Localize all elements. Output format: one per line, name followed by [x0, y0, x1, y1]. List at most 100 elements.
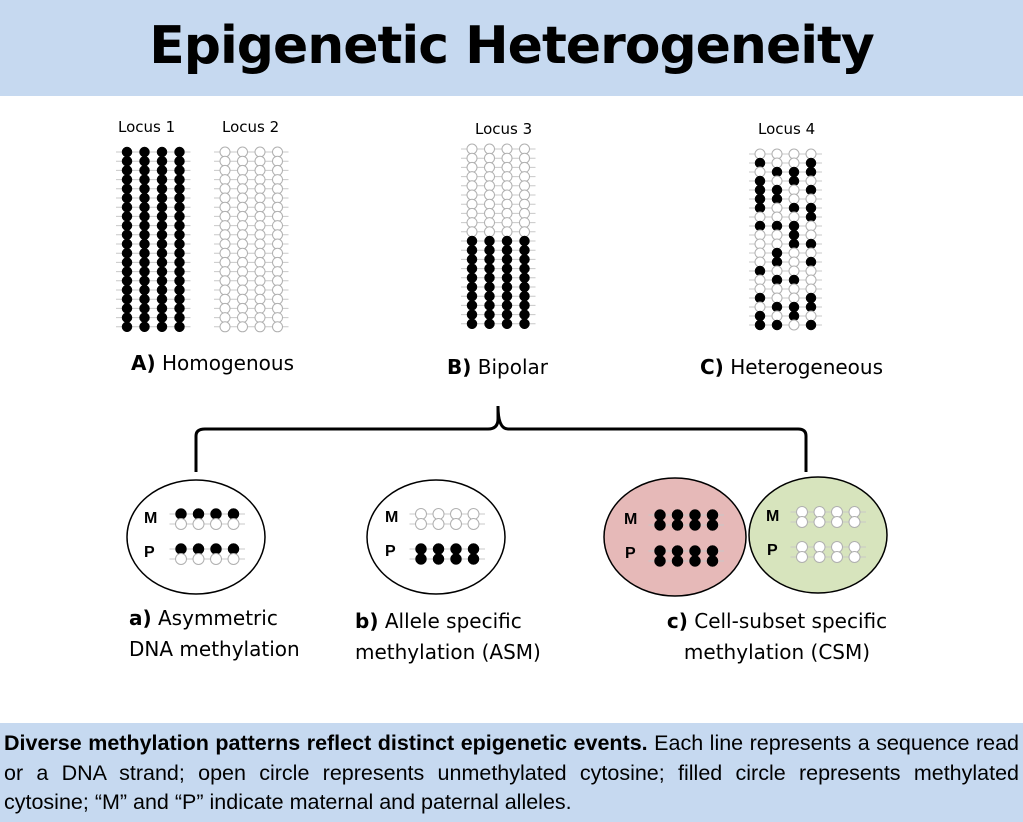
unmethylated-cytosine — [771, 211, 783, 223]
unmethylated-cytosine — [484, 161, 495, 173]
methylated-cytosine — [156, 293, 168, 305]
unmethylated-cytosine — [501, 161, 513, 173]
unmethylated-cytosine — [805, 283, 817, 295]
methylated-cytosine — [156, 257, 168, 268]
unmethylated-cytosine — [227, 553, 240, 565]
methylated-cytosine — [156, 247, 168, 259]
unmethylated-cytosine — [754, 148, 766, 160]
methylated-cytosine — [121, 183, 133, 195]
unmethylated-cytosine — [519, 161, 530, 173]
methylated-cytosine — [139, 257, 150, 268]
methylated-cytosine — [174, 238, 185, 250]
methylated-cytosine — [754, 184, 766, 196]
methylated-cytosine — [432, 553, 445, 565]
methylated-cytosine — [174, 293, 185, 305]
methylated-cytosine — [501, 254, 513, 265]
methylated-cytosine — [139, 165, 150, 176]
unmethylated-cytosine — [237, 174, 248, 186]
unmethylated-cytosine — [466, 180, 478, 192]
methylated-cytosine — [484, 244, 495, 256]
unmethylated-cytosine — [466, 143, 478, 155]
methylated-cytosine — [415, 553, 427, 565]
unmethylated-cytosine — [219, 321, 231, 333]
unmethylated-cytosine — [272, 164, 283, 176]
unmethylated-cytosine — [519, 207, 530, 219]
unmethylated-cytosine — [415, 508, 427, 520]
methylated-cytosine — [139, 284, 150, 296]
unmethylated-cytosine — [272, 266, 283, 278]
unmethylated-cytosine — [254, 238, 266, 250]
methylated-cytosine — [175, 543, 187, 555]
methylated-cytosine — [689, 555, 701, 567]
methylated-cytosine — [689, 509, 701, 521]
unmethylated-cytosine — [467, 518, 480, 530]
unmethylated-cytosine — [519, 198, 530, 210]
unmethylated-cytosine — [466, 198, 478, 210]
methylated-cytosine — [121, 165, 133, 176]
methylated-cytosine — [139, 183, 150, 195]
cell-asymmetric — [126, 479, 266, 595]
unmethylated-cytosine — [484, 180, 495, 192]
methylated-cytosine — [174, 165, 185, 176]
unmethylated-cytosine — [272, 210, 283, 222]
methylated-cytosine — [484, 235, 495, 247]
unmethylated-cytosine — [254, 266, 266, 278]
methylated-cytosine — [467, 553, 480, 565]
methylated-cytosine — [519, 309, 530, 320]
methylated-cytosine — [174, 247, 185, 259]
unmethylated-cytosine — [237, 201, 248, 213]
subpanel-c-line2: methylation (CSM) — [683, 640, 871, 664]
methylated-cytosine — [415, 543, 427, 555]
methylated-cytosine — [121, 312, 133, 323]
methylated-cytosine — [450, 553, 462, 565]
unmethylated-cytosine — [219, 201, 231, 213]
subpanel-c-label: c) Cell-subset specific methylation (CSM… — [652, 606, 902, 668]
methylated-cytosine — [174, 303, 185, 314]
subpanel-c-line1: Cell-subset specific — [694, 609, 888, 633]
methylated-cytosine — [706, 555, 719, 567]
unmethylated-cytosine — [254, 174, 266, 186]
unmethylated-cytosine — [501, 217, 513, 229]
methylated-cytosine — [484, 272, 495, 284]
unmethylated-cytosine — [484, 143, 495, 155]
methylated-cytosine — [484, 300, 495, 311]
bipolar-bracket — [194, 405, 808, 472]
methylated-cytosine — [671, 509, 684, 521]
methylated-cytosine — [466, 244, 478, 256]
methylated-cytosine — [174, 174, 185, 185]
unmethylated-cytosine — [219, 266, 231, 278]
unmethylated-cytosine — [237, 247, 248, 259]
methylated-cytosine — [805, 202, 817, 214]
unmethylated-cytosine — [254, 302, 266, 314]
methylated-cytosine — [174, 266, 185, 277]
unmethylated-cytosine — [754, 256, 766, 268]
unmethylated-cytosine — [219, 220, 231, 232]
title-banner — [0, 0, 1023, 96]
methylated-cytosine — [156, 165, 168, 176]
unmethylated-cytosine — [813, 506, 826, 518]
unmethylated-cytosine — [210, 518, 222, 530]
unmethylated-cytosine — [227, 518, 240, 530]
methylated-cytosine — [121, 155, 133, 167]
methylated-cytosine — [156, 183, 168, 195]
unmethylated-cytosine — [754, 211, 766, 223]
methylated-cytosine — [139, 238, 150, 250]
unmethylated-cytosine — [519, 217, 530, 229]
methylated-cytosine — [432, 543, 445, 555]
methylated-cytosine — [121, 201, 133, 213]
methylated-cytosine — [501, 309, 513, 320]
methylated-cytosine — [156, 303, 168, 314]
unmethylated-cytosine — [805, 175, 817, 187]
subpanel-a-line2: DNA methylation — [129, 637, 300, 661]
methylated-cytosine — [121, 174, 133, 185]
methylated-cytosine — [139, 293, 150, 305]
methylated-cytosine — [121, 238, 133, 250]
allele-m-label-a: M — [144, 510, 158, 527]
methylated-cytosine — [771, 247, 783, 259]
unmethylated-cytosine — [813, 516, 826, 528]
unmethylated-cytosine — [192, 553, 205, 565]
methylated-cytosine — [174, 312, 185, 323]
methylated-cytosine — [771, 184, 783, 196]
subpanel-a-label: a) Asymmetric DNA methylation — [129, 603, 300, 665]
